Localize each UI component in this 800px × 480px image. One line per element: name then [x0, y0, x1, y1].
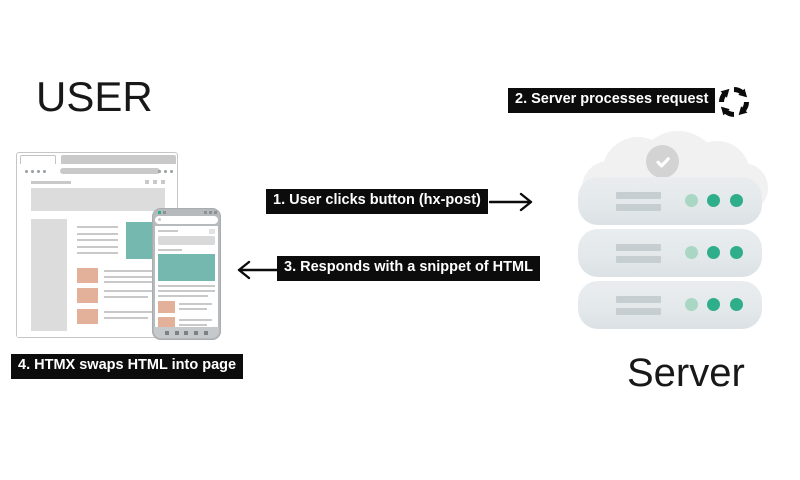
- text-line-placeholder: [77, 232, 118, 235]
- server-rack-unit: [578, 229, 762, 277]
- browser-toolbar: [17, 164, 177, 179]
- browser-tabbar-fill: [61, 155, 176, 164]
- text-line-placeholder: [179, 324, 207, 326]
- step3-label: 3. Responds with a snippet of HTML: [277, 256, 540, 281]
- text-line-placeholder: [104, 270, 161, 272]
- step4-label: 4. HTMX swaps HTML into page: [11, 354, 244, 379]
- text-line-placeholder: [77, 239, 118, 241]
- hero-banner-placeholder: [31, 188, 165, 211]
- phone-illustration: [152, 208, 221, 340]
- arrow-left-icon: [237, 260, 281, 280]
- thumbnail-placeholder: [158, 301, 175, 313]
- text-line-placeholder: [158, 290, 215, 292]
- browser-tab-bar: [17, 153, 177, 164]
- text-line-placeholder: [104, 275, 154, 278]
- phone-status-bar: [156, 211, 217, 215]
- server-led: [707, 298, 720, 311]
- step1-label: 1. User clicks button (hx-post): [266, 189, 488, 214]
- text-line-placeholder: [179, 319, 212, 321]
- server-led: [730, 298, 743, 311]
- server-rack-unit: [578, 177, 762, 225]
- phone-page-content: [155, 226, 218, 327]
- text-line-placeholder: [77, 226, 118, 228]
- thumbnail-placeholder: [77, 309, 98, 324]
- server-led: [730, 194, 743, 207]
- step2-label: 2. Server processes request: [508, 88, 716, 113]
- checkmark-icon: [646, 145, 679, 178]
- server-illustration: [578, 131, 768, 331]
- menu-placeholder: [209, 229, 215, 234]
- server-led-light: [685, 298, 698, 311]
- text-line-placeholder: [104, 317, 148, 319]
- browser-menu-buttons: [158, 170, 173, 173]
- text-line-placeholder: [158, 285, 215, 287]
- browser-address-bar: [60, 168, 160, 174]
- text-line-placeholder: [77, 252, 118, 254]
- page-title-placeholder: [31, 181, 71, 184]
- server-led: [730, 246, 743, 259]
- server-led: [707, 246, 720, 259]
- text-line-placeholder: [158, 230, 178, 232]
- phone-search-bar: [155, 216, 218, 224]
- sidebar-placeholder: [31, 219, 67, 331]
- server-actor-label: Server: [627, 351, 745, 395]
- arrow-right-icon: [489, 192, 533, 212]
- thumbnail-placeholder: [158, 317, 175, 327]
- text-line-placeholder: [179, 308, 207, 310]
- text-line-placeholder: [104, 290, 161, 292]
- browser-window-illustration: [16, 152, 178, 338]
- text-line-placeholder: [104, 311, 161, 313]
- text-line-placeholder: [179, 303, 212, 305]
- server-led-light: [685, 246, 698, 259]
- phone-nav-bar: [154, 327, 219, 338]
- text-line-placeholder: [158, 295, 208, 297]
- text-line-placeholder: [104, 296, 148, 298]
- text-line-placeholder: [104, 281, 161, 283]
- sync-arrows-icon: [719, 87, 749, 117]
- browser-tab: [20, 155, 56, 164]
- server-rack-unit: [578, 281, 762, 329]
- server-led-light: [685, 194, 698, 207]
- server-led: [707, 194, 720, 207]
- pill-placeholder: [158, 236, 215, 245]
- text-line-placeholder: [158, 249, 182, 251]
- thumbnail-placeholder: [77, 288, 98, 303]
- user-actor-label: USER: [36, 73, 153, 120]
- thumbnail-placeholder: [77, 268, 98, 283]
- page-menu-squares: [145, 180, 165, 184]
- image-placeholder-teal: [158, 254, 215, 281]
- text-line-placeholder: [77, 245, 118, 248]
- browser-nav-buttons: [25, 170, 46, 173]
- browser-page-content: [17, 178, 177, 337]
